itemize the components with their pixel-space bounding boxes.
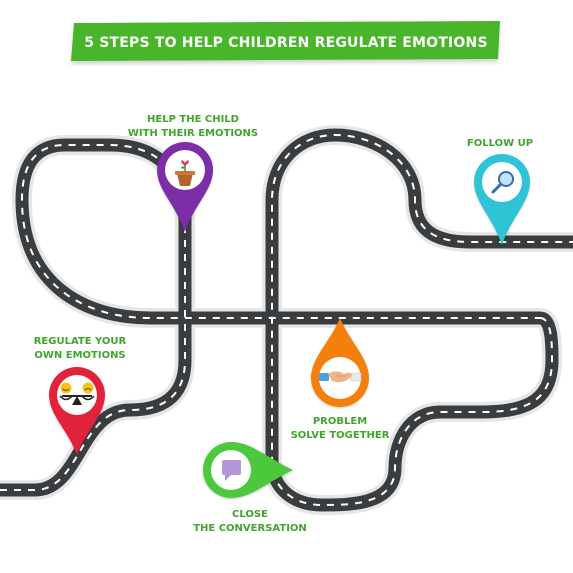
page-title: 5 STEPS TO HELP CHILDREN REGULATE EMOTIO… xyxy=(84,34,488,51)
step-label-regulate-your-own-emotions: REGULATE YOUR OWN EMOTIONS xyxy=(10,335,150,363)
step-label-line: CLOSE xyxy=(232,509,268,520)
title-banner-shape xyxy=(71,21,500,61)
pin-help-the-child xyxy=(157,142,213,232)
pin-follow-up xyxy=(474,154,530,245)
step-label-line: HELP THE CHILD xyxy=(147,114,239,125)
title-banner xyxy=(71,21,500,61)
step-label-line: REGULATE YOUR xyxy=(33,336,127,347)
step-label-line: PROBLEM xyxy=(312,416,368,427)
magnifier-icon xyxy=(491,171,514,194)
pin-regulate-your-own-emotions xyxy=(49,367,105,455)
handshake-icon xyxy=(319,371,362,383)
emoji-balance-scale-icon xyxy=(59,382,95,405)
step-label-follow-up: FOLLOW UP xyxy=(450,137,550,151)
pin-problem-solve-together xyxy=(311,318,369,407)
step-label-line: WITH THEIR EMOTIONS xyxy=(127,128,259,139)
step-label-line: SOLVE TOGETHER xyxy=(290,430,390,441)
step-label-line: THE CONVERSATION xyxy=(193,523,307,534)
step-label-problem-solve-together: PROBLEM SOLVE TOGETHER xyxy=(270,415,410,443)
step-label-line: OWN EMOTIONS xyxy=(34,350,126,361)
flower-pot-icon xyxy=(175,160,195,186)
pin-close-the-conversation xyxy=(203,442,293,498)
step-label-close-the-conversation: CLOSE THE CONVERSATION xyxy=(180,508,320,536)
speech-bubble-icon xyxy=(222,460,241,481)
step-label-help-the-child: HELP THE CHILD WITH THEIR EMOTIONS xyxy=(118,113,268,141)
lane-markings xyxy=(0,133,573,507)
step-label-line: FOLLOW UP xyxy=(466,138,534,149)
